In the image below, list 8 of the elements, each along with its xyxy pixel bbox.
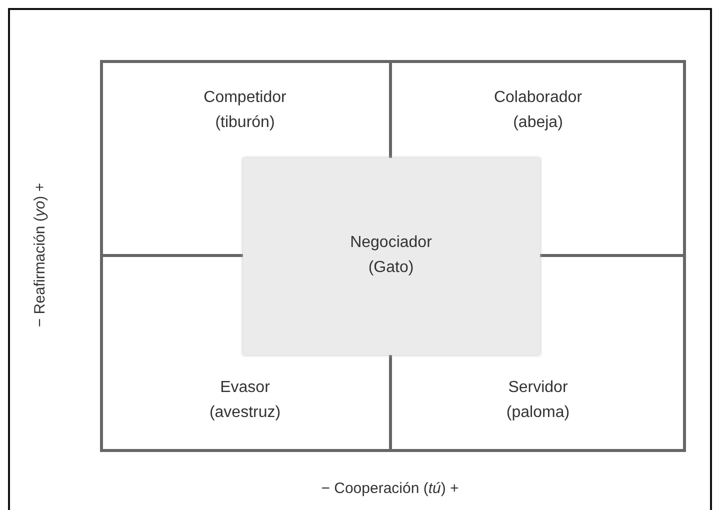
quadrant-label: Colaborador (abeja) [483,85,593,135]
quadrant-label: Servidor (paloma) [483,375,593,425]
axis-label: − Reafirmación (yo) + [32,182,48,328]
quadrant-label: Evasor (avestruz) [190,375,300,425]
axis-label: − Cooperación (tú) + [321,480,459,497]
quadrant-label: Competidor (tiburón) [190,85,300,135]
center-box [243,158,540,355]
center-label: Negociador (Gato) [349,233,433,278]
